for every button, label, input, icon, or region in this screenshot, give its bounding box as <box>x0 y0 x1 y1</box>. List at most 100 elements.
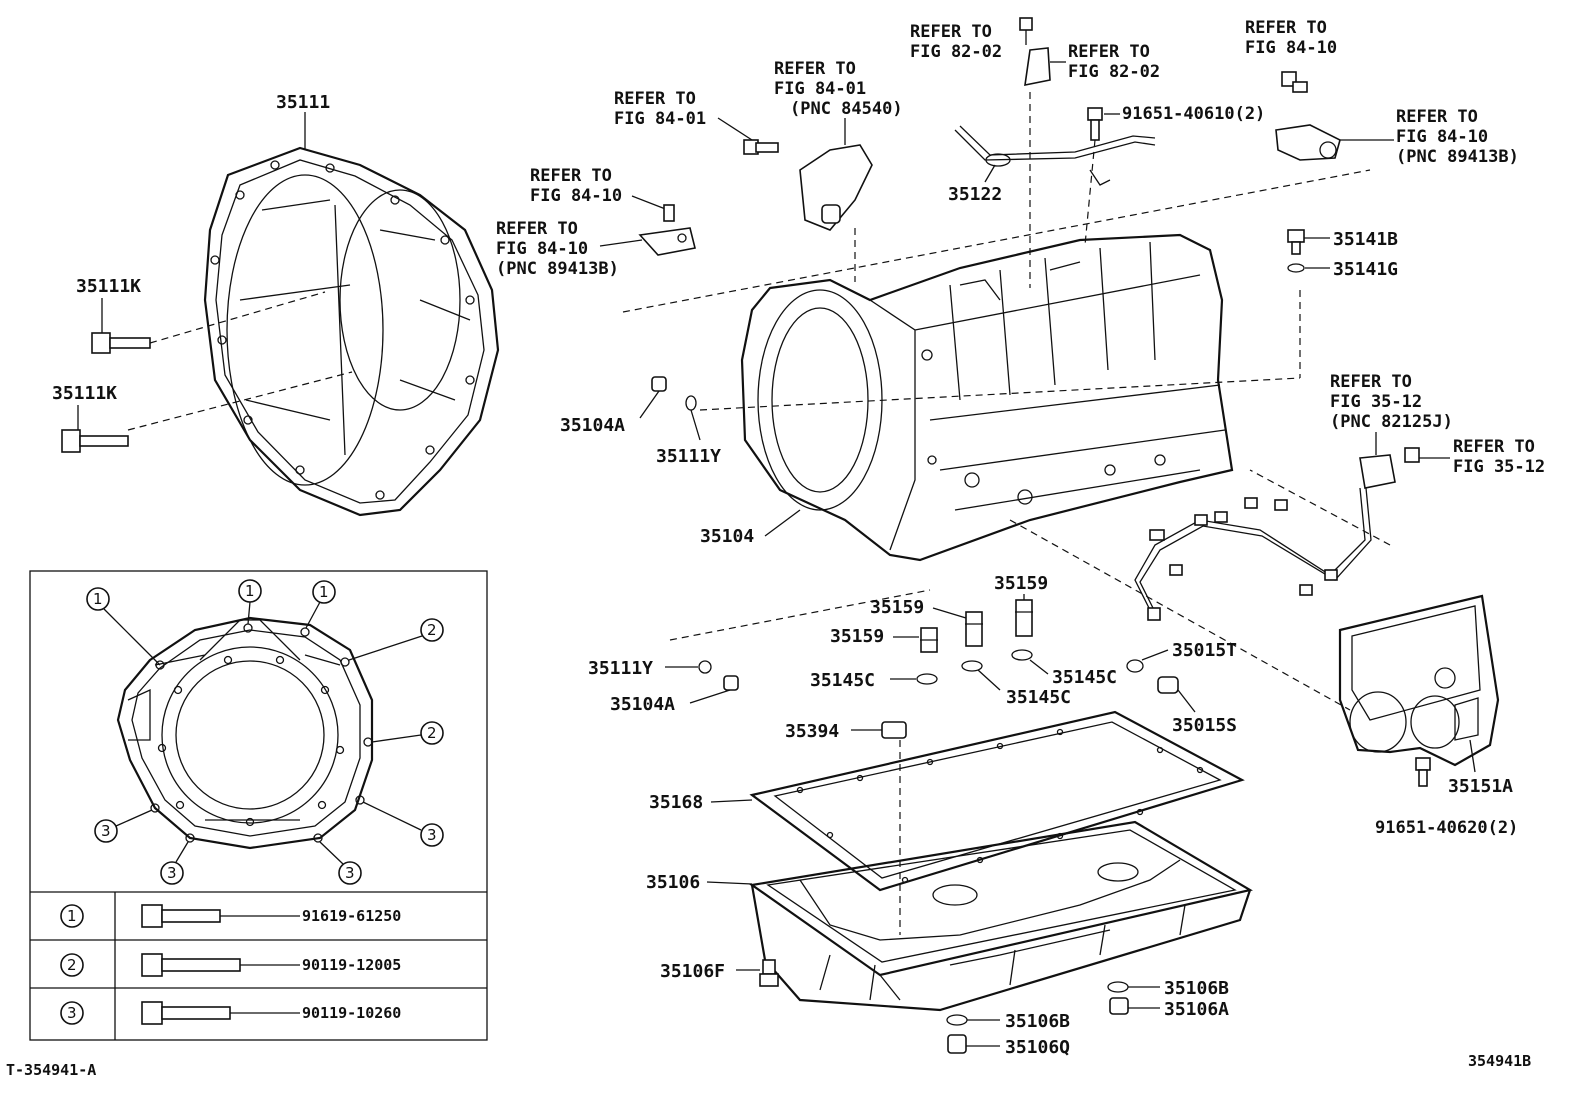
label-35015s: 35015S <box>1172 715 1237 736</box>
inset-holes <box>150 623 373 843</box>
label-35145c-a: 35145C <box>810 670 875 691</box>
bell-housing-holes <box>210 160 475 500</box>
svg-text:FIG 35-12: FIG 35-12 <box>1330 392 1422 412</box>
label-35122: 35122 <box>948 184 1002 205</box>
refer-fig-82-02-top: REFER TO FIG 82-02 <box>910 17 1033 62</box>
bolt-35106f <box>736 959 779 987</box>
label-35145c-c: 35145C <box>1052 667 1117 688</box>
refer-fig-35-12-pnc: REFER TO FIG 35-12 (PNC 82125J) <box>1330 372 1453 489</box>
label-91651-40610: 91651-40610(2) <box>1122 104 1265 124</box>
svg-text:REFER TO: REFER TO <box>910 22 992 42</box>
bolt-location-inset: 1 1 1 2 2 3 3 <box>29 570 488 1041</box>
footer-right-code: 354941B <box>1468 1052 1531 1070</box>
gasket-35106b-a <box>1107 981 1160 993</box>
valve-35159-c <box>1015 599 1033 637</box>
svg-text:FIG 82-02: FIG 82-02 <box>1068 62 1160 82</box>
svg-text:1: 1 <box>319 583 329 601</box>
svg-text:FIG 84-10: FIG 84-10 <box>1245 38 1337 58</box>
svg-text:3: 3 <box>167 864 177 882</box>
label-35159-c: 35159 <box>994 573 1048 594</box>
svg-text:REFER TO: REFER TO <box>496 219 578 239</box>
label-35111k-upper: 35111K <box>76 276 141 297</box>
svg-text:REFER TO: REFER TO <box>1396 107 1478 127</box>
bolt-table-row-1: 1 91619-61250 <box>60 904 401 928</box>
svg-text:FIG 84-10: FIG 84-10 <box>496 239 588 259</box>
bolt-table-row-3: 3 90119-10260 <box>60 1001 401 1025</box>
label-35106b-b: 35106B <box>1005 1011 1070 1032</box>
cover-35151a <box>1338 594 1500 767</box>
valve-35159-a <box>920 627 938 653</box>
svg-text:2: 2 <box>427 621 437 639</box>
refer-fig-84-01-left: REFER TO FIG 84-01 <box>614 89 779 155</box>
svg-text:REFER TO: REFER TO <box>774 59 856 79</box>
magnet-35394 <box>851 721 907 739</box>
svg-text:91619-61250: 91619-61250 <box>302 907 401 925</box>
svg-text:(PNC 84540): (PNC 84540) <box>790 99 903 119</box>
refer-fig-82-02-bracket: REFER TO FIG 82-02 <box>1024 42 1160 87</box>
hole-marker-3b: 3 <box>160 841 189 885</box>
label-35394: 35394 <box>785 721 839 742</box>
hole-marker-3c: 3 <box>319 841 362 885</box>
label-35106: 35106 <box>646 872 700 893</box>
svg-text:2: 2 <box>67 956 77 974</box>
bolt-91651-40620 <box>1415 757 1431 787</box>
oring-35111y-top <box>685 395 701 441</box>
svg-text:3: 3 <box>101 822 111 840</box>
refer-fig-84-01-pnc: REFER TO FIG 84-01 (PNC 84540) <box>774 59 903 231</box>
label-35141b: 35141B <box>1333 229 1398 250</box>
svg-text:(PNC 89413B): (PNC 89413B) <box>1396 147 1519 167</box>
label-35104a-top: 35104A <box>560 415 625 436</box>
label-35104a-bottom: 35104A <box>610 694 675 715</box>
svg-text:FIG 84-10: FIG 84-10 <box>530 186 622 206</box>
tube-35122 <box>954 125 1156 186</box>
label-91651-40620: 91651-40620(2) <box>1375 818 1518 838</box>
svg-text:FIG 84-10: FIG 84-10 <box>1396 127 1488 147</box>
svg-text:1: 1 <box>93 590 103 608</box>
label-35106f: 35106F <box>660 961 725 982</box>
bolt-table-row-2: 2 90119-12005 <box>60 953 401 977</box>
hole-marker-1b: 1 <box>238 579 262 625</box>
svg-text:REFER TO: REFER TO <box>530 166 612 186</box>
washer-35145c-b <box>961 660 1001 691</box>
svg-text:(PNC 82125J): (PNC 82125J) <box>1330 412 1453 432</box>
hole-marker-2a: 2 <box>348 618 444 661</box>
label-35111y-top: 35111Y <box>656 446 721 467</box>
hole-marker-1c: 1 <box>305 580 336 629</box>
label-35145c-b: 35145C <box>1006 687 1071 708</box>
svg-text:1: 1 <box>67 907 77 925</box>
svg-text:REFER TO: REFER TO <box>1330 372 1412 392</box>
bolt-91651-40610 <box>1087 107 1103 141</box>
label-35106q: 35106Q <box>1005 1037 1070 1058</box>
hole-marker-3d: 3 <box>362 801 444 847</box>
footer-left-code: T-354941-A <box>6 1061 96 1079</box>
bolt-35141b <box>1287 229 1330 255</box>
label-35111y-bottom: 35111Y <box>588 658 653 679</box>
svg-text:REFER TO: REFER TO <box>1245 18 1327 38</box>
svg-text:90119-10260: 90119-10260 <box>302 1004 401 1022</box>
refer-fig-84-10-pnc-left: REFER TO FIG 84-10 (PNC 89413B) <box>496 219 696 279</box>
svg-text:90119-12005: 90119-12005 <box>302 956 401 974</box>
washer-35145c-c <box>1011 649 1049 675</box>
svg-text:FIG 84-01: FIG 84-01 <box>774 79 866 99</box>
oring-35111y-bottom <box>665 660 712 674</box>
oil-pan <box>749 820 1253 1012</box>
label-35015t: 35015T <box>1172 640 1237 661</box>
washer-35145c-a <box>890 673 938 685</box>
refer-fig-84-10-left-bolt: REFER TO FIG 84-10 <box>530 166 675 222</box>
oil-pan-gasket <box>749 710 1245 892</box>
refer-fig-84-10-pnc-right: REFER TO FIG 84-10 (PNC 89413B) <box>1275 107 1519 167</box>
label-35141g: 35141G <box>1333 259 1398 280</box>
hole-marker-2b: 2 <box>371 721 444 745</box>
label-35168: 35168 <box>649 792 703 813</box>
gasket-35106b-b <box>946 1014 1000 1026</box>
svg-text:2: 2 <box>427 724 437 742</box>
refer-fig-84-10-top-right: REFER TO FIG 84-10 <box>1245 18 1337 93</box>
svg-text:FIG 82-02: FIG 82-02 <box>910 42 1002 62</box>
svg-text:3: 3 <box>345 864 355 882</box>
valve-35159-b <box>965 611 983 647</box>
plug-35106a <box>1109 997 1160 1015</box>
refer-fig-35-12-bolt: REFER TO FIG 35-12 <box>1404 437 1545 477</box>
svg-text:FIG 35-12: FIG 35-12 <box>1453 457 1545 477</box>
plug-35104a-bottom <box>689 675 739 704</box>
